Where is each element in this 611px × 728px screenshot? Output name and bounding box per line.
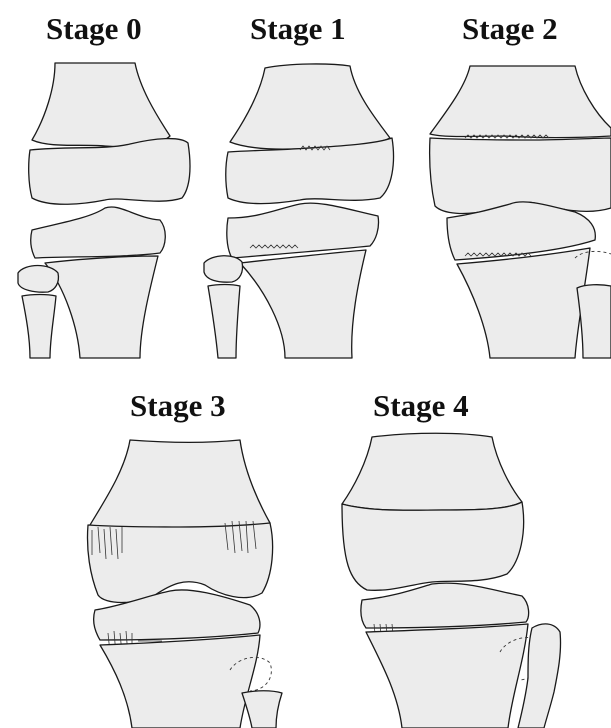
stage-1-knee-illustration <box>200 58 400 363</box>
stage-4-label: Stage 4 <box>373 390 469 421</box>
stage-1-fibula <box>208 285 240 359</box>
stage-0-femur-condyles <box>29 139 190 205</box>
stage-2-label: Stage 2 <box>462 13 558 44</box>
stage-0-fibula <box>22 295 56 359</box>
stage-1-femur-condyles <box>226 138 394 204</box>
stage-4-knee-illustration <box>332 432 567 728</box>
stage-0-tibial-plateau <box>31 207 166 258</box>
stage-2-tibia <box>457 248 590 358</box>
stage-4-femur <box>342 433 522 510</box>
stage-0-tibia <box>45 256 158 358</box>
stage-1-tibia <box>240 250 366 358</box>
stage-4-femur-condyles <box>342 502 524 590</box>
stage-3-fibula <box>242 691 282 728</box>
stage-2-fibula <box>577 285 611 358</box>
stage-1-fibula-head <box>204 256 243 282</box>
stage-3-tibia <box>100 635 260 728</box>
stage-0-femur <box>32 63 170 147</box>
stage-1-label: Stage 1 <box>250 13 346 44</box>
stage-1-tibial-plateau <box>227 203 379 258</box>
stage-0-label: Stage 0 <box>46 13 142 44</box>
stage-4-tibia <box>366 624 528 728</box>
stage-1-femur <box>230 64 390 149</box>
stage-0-fibula-head <box>18 266 58 293</box>
stage-0-knee-illustration <box>10 58 200 363</box>
stage-3-knee-illustration <box>70 435 300 728</box>
stage-3-femur <box>90 440 270 528</box>
stage-2-knee-illustration <box>425 58 611 363</box>
stage-2-femur <box>430 66 611 138</box>
stage-3-label: Stage 3 <box>130 390 226 421</box>
